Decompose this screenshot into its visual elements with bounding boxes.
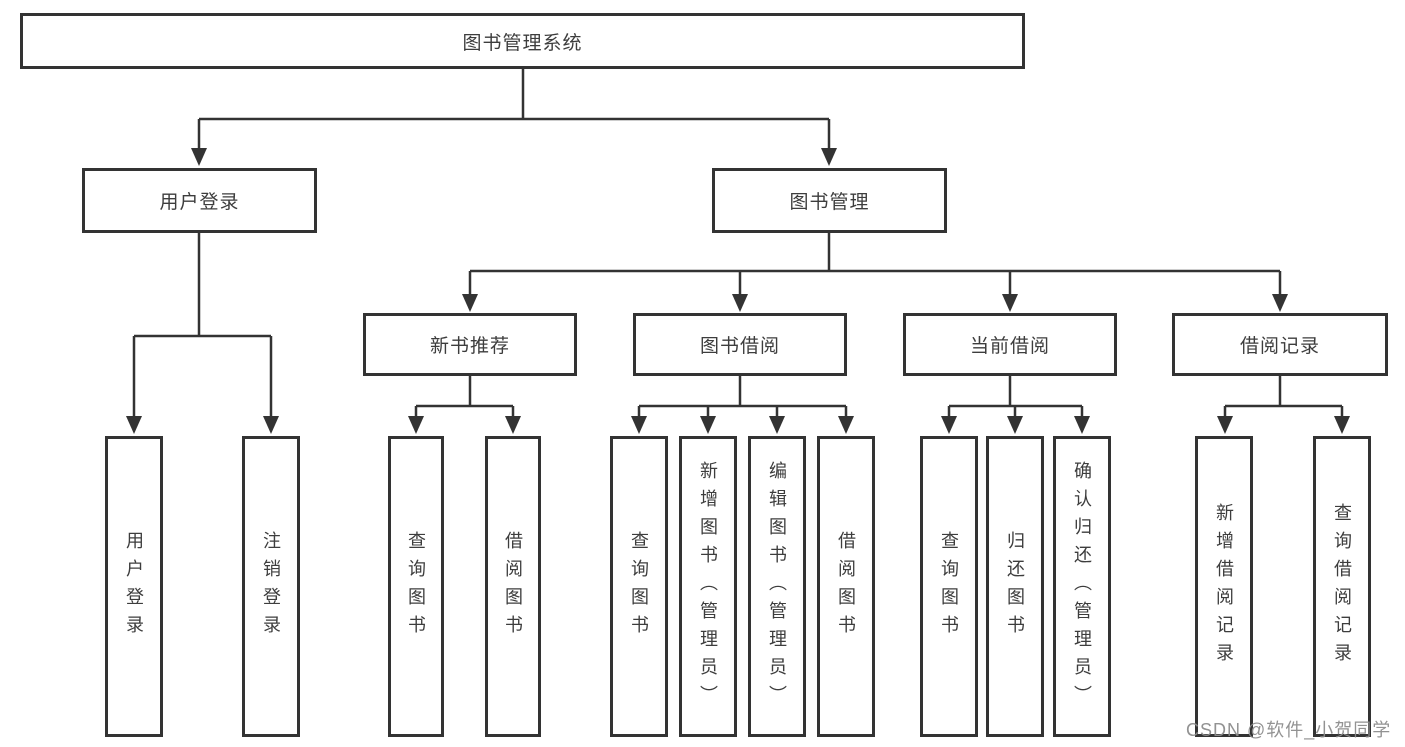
leaf-add-book-admin: 新增图书（管理员）	[679, 436, 737, 737]
node-root: 图书管理系统	[20, 13, 1025, 69]
node-user-login: 用户登录	[82, 168, 317, 233]
node-new-book-recommend: 新书推荐	[363, 313, 577, 376]
leaf-query-books-recommend: 查询图书	[388, 436, 444, 737]
leaf-borrow-books-recommend: 借阅图书	[485, 436, 541, 737]
leaf-edit-book-admin: 编辑图书（管理员）	[748, 436, 806, 737]
leaf-query-borrow-record: 查询借阅记录	[1313, 436, 1371, 737]
leaf-query-books-borrow: 查询图书	[610, 436, 668, 737]
leaf-borrow-books-borrow: 借阅图书	[817, 436, 875, 737]
leaf-add-borrow-record: 新增借阅记录	[1195, 436, 1253, 737]
leaf-user-login: 用户登录	[105, 436, 163, 737]
leaf-logout: 注销登录	[242, 436, 300, 737]
node-borrow-records: 借阅记录	[1172, 313, 1388, 376]
leaf-query-books-current: 查询图书	[920, 436, 978, 737]
node-current-borrow: 当前借阅	[903, 313, 1117, 376]
node-book-borrow: 图书借阅	[633, 313, 847, 376]
leaf-return-book: 归还图书	[986, 436, 1044, 737]
leaf-confirm-return-admin: 确认归还（管理员）	[1053, 436, 1111, 737]
watermark: CSDN @软件_小贺同学	[1186, 720, 1392, 740]
arrowheads	[126, 148, 1350, 434]
node-book-management: 图书管理	[712, 168, 947, 233]
